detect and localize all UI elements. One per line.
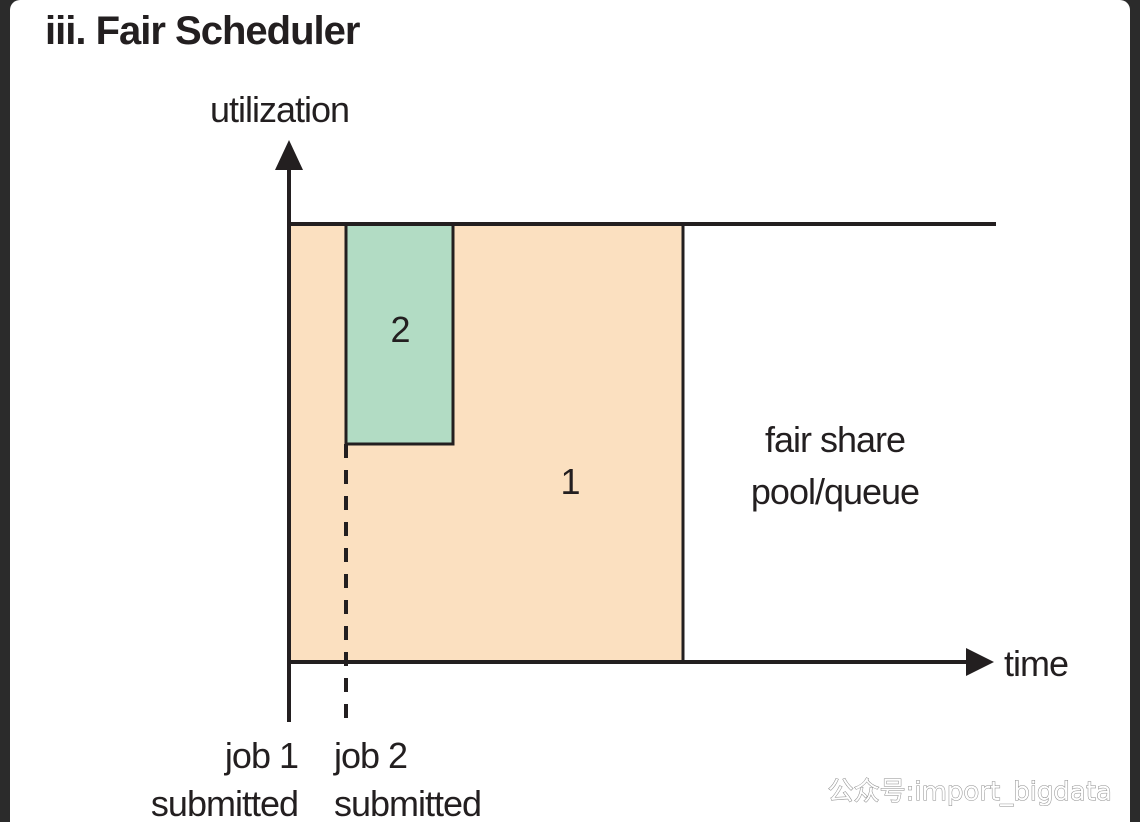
diagram-title: iii. Fair Scheduler [45,9,360,53]
x-axis-label: time [1004,643,1068,684]
job2-submitted-line2: submitted [334,783,481,822]
job2-submitted-line1: job 2 [333,735,407,776]
pool-label-line1: fair share [765,419,905,460]
job1-submitted-line1: job 1 [224,735,298,776]
x-axis-arrow-icon [966,648,994,676]
job2-block-label: 2 [390,309,409,350]
job1-submitted-line2: submitted [151,783,298,822]
y-axis-arrow-icon [275,140,303,170]
watermark-text: 公众号:import_bigdata [828,777,1112,807]
job1-block-label: 1 [560,461,579,502]
y-axis-label: utilization [210,89,349,130]
pool-label-line2: pool/queue [751,471,919,512]
job2-utilization-block [344,222,455,446]
